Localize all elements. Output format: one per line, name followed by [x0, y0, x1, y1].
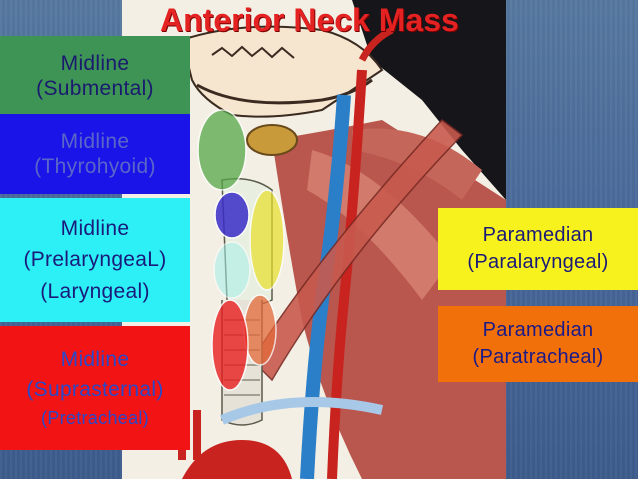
label-suprasternal: Midline (Suprasternal) (Pretracheal) — [0, 326, 190, 450]
label-thyrohyoid: Midline (Thyrohyoid) — [0, 114, 190, 194]
slide-title: Anterior Neck Mass — [160, 2, 459, 38]
label-submental-line1: Midline — [60, 51, 130, 75]
label-paralaryngeal: Paramedian (Paralaryngeal) — [438, 208, 638, 290]
label-prelaryngeal: Midline (PrelaryngeaL) (Laryngeal) — [0, 198, 190, 322]
label-suprasternal-line2: (Suprasternal) — [26, 377, 164, 401]
label-submental: Midline (Submental) — [0, 36, 190, 116]
label-paratracheal-line2: (Paratracheal) — [472, 346, 604, 368]
label-paratracheal: Paramedian (Paratracheal) — [438, 306, 638, 382]
label-prelaryngeal-line2: (PrelaryngeaL) — [23, 248, 167, 272]
label-suprasternal-line1: Midline — [60, 347, 130, 371]
label-thyrohyoid-line2: (Thyrohyoid) — [34, 155, 156, 178]
label-prelaryngeal-line1: Midline — [60, 216, 130, 240]
label-prelaryngeal-line3: (Laryngeal) — [40, 279, 150, 303]
label-paratracheal-line1: Paramedian — [482, 319, 594, 341]
label-paralaryngeal-line1: Paramedian — [482, 224, 594, 246]
label-suprasternal-line3: (Pretracheal) — [41, 408, 149, 429]
label-thyrohyoid-line1: Midline — [60, 129, 130, 153]
label-submental-line2: (Submental) — [36, 77, 154, 100]
label-paralaryngeal-line2: (Paralaryngeal) — [467, 251, 609, 273]
